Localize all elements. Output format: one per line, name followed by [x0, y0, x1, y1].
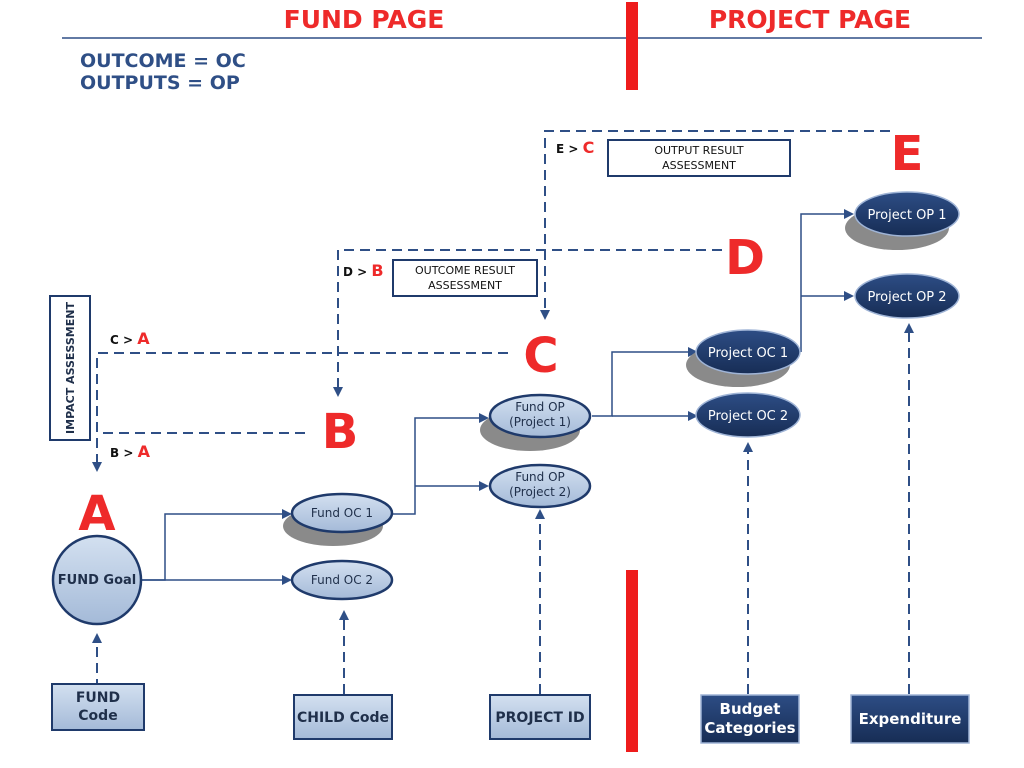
- project-oc1-node: [695, 329, 801, 375]
- relation-b-to-a: B > A: [110, 442, 151, 461]
- fund-oc2-node: [290, 559, 394, 601]
- expenditure-box: [850, 694, 970, 744]
- output-result-assessment-line2: ASSESSMENT: [662, 159, 736, 172]
- fund-op2-node: [488, 463, 592, 509]
- fund-op2-label-line2: (Project 2): [509, 485, 571, 499]
- legend-outputs: OUTPUTS = OP: [80, 72, 240, 94]
- outcome-result-assessment-line2: ASSESSMENT: [428, 279, 502, 292]
- project-id-label: PROJECT ID: [495, 710, 584, 726]
- fund-op1-label-line2: (Project 1): [509, 415, 571, 429]
- fund-oc1-label: Fund OC 1: [311, 506, 373, 520]
- e-to-c-line: [540, 130, 890, 320]
- output-result-assessment-line1: OUTPUT RESULT: [654, 144, 744, 157]
- fund-code-label-line1: FUND: [76, 690, 120, 706]
- fund-op1-label-line1: Fund OP: [515, 400, 565, 414]
- page-divider-top: [626, 2, 638, 90]
- fund-oc2-label: Fund OC 2: [311, 573, 373, 587]
- child-code-box: [293, 694, 393, 740]
- expenditure-label: Expenditure: [859, 710, 962, 728]
- d-to-b-line: [333, 249, 722, 397]
- budget-categories-box: [700, 694, 800, 744]
- project-op1-node: [854, 191, 960, 237]
- fund-code-box: [51, 683, 145, 731]
- letter-e: E: [891, 126, 924, 182]
- letter-b: B: [322, 404, 359, 460]
- project-id-box: [489, 694, 591, 740]
- impact-assessment-label: IMPACT ASSESSMENT: [64, 302, 77, 434]
- relation-e-to-c: E > C: [556, 138, 594, 157]
- fund-goal-label: FUND Goal: [58, 573, 136, 588]
- project-oc2-label: Project OC 2: [708, 409, 788, 424]
- project-op2-node: [854, 273, 960, 319]
- fund-op2-label-line1: Fund OP: [515, 470, 565, 484]
- letter-c: C: [523, 328, 558, 384]
- project-oc2-node: [695, 392, 801, 438]
- legend-outcome: OUTCOME = OC: [80, 50, 246, 72]
- c-to-a-line: [92, 352, 508, 472]
- outcome-result-assessment-box: [392, 259, 538, 297]
- letter-a: A: [78, 486, 115, 542]
- page-divider-bottom: [626, 570, 638, 752]
- project-oc1-label: Project OC 1: [708, 346, 788, 361]
- fund-page-title: FUND PAGE: [284, 5, 445, 34]
- child-code-label: CHILD Code: [297, 710, 389, 726]
- fund-code-label-line2: Code: [78, 708, 117, 724]
- fund-goal-node: [51, 534, 143, 626]
- budget-categories-label-line1: Budget: [720, 700, 781, 718]
- project-page-title: PROJECT PAGE: [709, 5, 911, 34]
- project-op1-label: Project OP 1: [867, 208, 946, 223]
- budget-categories-label-line2: Categories: [704, 719, 795, 737]
- assessment-lines: [92, 130, 914, 705]
- letter-d: D: [725, 230, 765, 286]
- fund-oc1-node: [290, 492, 394, 534]
- project-op2-label: Project OP 2: [867, 290, 946, 305]
- relation-d-to-b: D > B: [343, 261, 384, 280]
- outcome-result-assessment-line1: OUTCOME RESULT: [415, 264, 515, 277]
- impact-assessment-box: [49, 295, 91, 441]
- solid-connectors: [140, 209, 854, 585]
- fund-op1-node: [488, 393, 592, 439]
- relation-c-to-a: C > A: [110, 329, 150, 348]
- output-result-assessment-box: [607, 139, 791, 177]
